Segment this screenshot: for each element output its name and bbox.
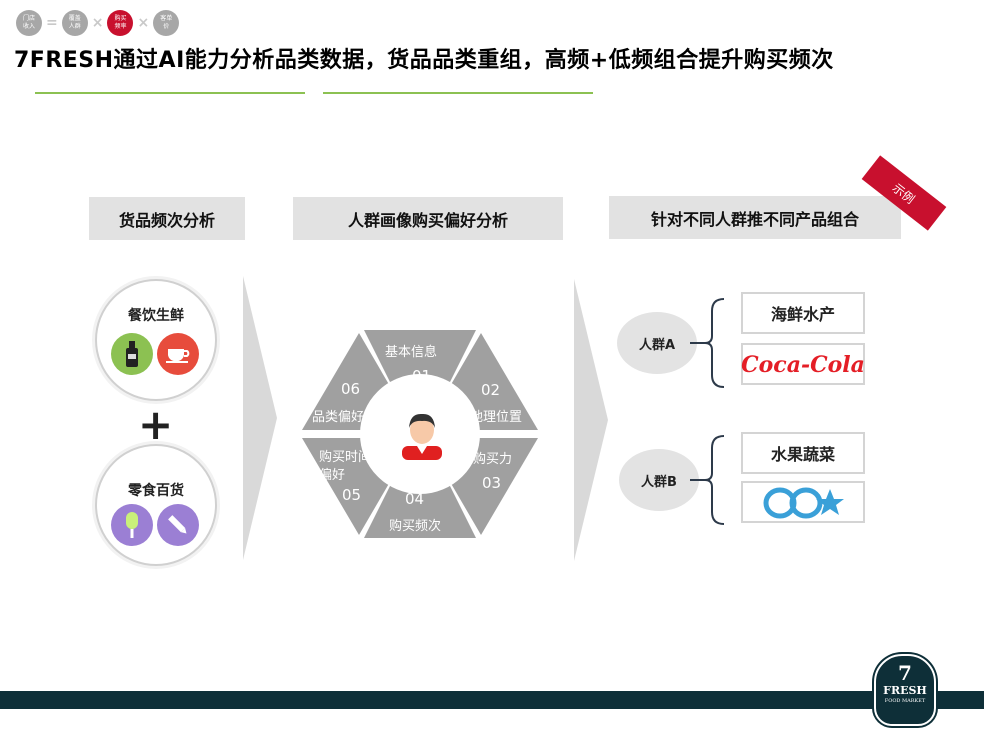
group-b-bracket xyxy=(690,435,725,525)
category-snacks-goods[interactable]: 零食百货 xyxy=(95,444,217,566)
category-snacks-goods-label: 零食百货 xyxy=(128,483,184,499)
group-b-oval[interactable]: 人群B xyxy=(619,449,699,511)
svg-text:Coca-Cola: Coca-Cola xyxy=(741,352,865,378)
coca-cola-logo: Coca-Cola xyxy=(741,352,865,378)
flow-arrow-1 xyxy=(243,276,277,560)
segment-num-04: 04 xyxy=(405,490,425,508)
title-underline-left xyxy=(35,92,305,94)
segment-num-03: 03 xyxy=(482,474,502,492)
segment-label-time-preference-2: 偏好 xyxy=(319,468,346,483)
flow-arrow-2 xyxy=(574,279,608,561)
breadcrumb-item-coverage[interactable]: 覆盖 人群 xyxy=(61,10,88,36)
segment-basic-info xyxy=(364,330,476,386)
product-coca-cola[interactable]: Coca-Cola xyxy=(741,343,865,385)
group-a-oval[interactable]: 人群A xyxy=(617,312,697,374)
title-underline-right xyxy=(323,92,593,94)
plus-sign: + xyxy=(138,400,174,449)
segment-label-location: 地理位置 xyxy=(470,410,523,425)
product-fruit-veg[interactable]: 水果蔬菜 xyxy=(741,432,865,474)
breadcrumb-item-basket[interactable]: 客单 价 xyxy=(153,10,180,36)
category-fresh-food-label: 餐饮生鲜 xyxy=(128,308,184,324)
breadcrumb-item-revenue[interactable]: 门店 收入 xyxy=(16,10,42,36)
segment-num-06: 06 xyxy=(341,380,361,398)
breadcrumb: 门店 收入 = 覆盖 人群 × 购买 频率 × 客单 价 xyxy=(16,10,180,36)
multiply-operator: × xyxy=(91,15,104,31)
group-a-bracket xyxy=(690,298,725,388)
column-header-product-mix: 针对不同人群推不同产品组合 xyxy=(609,196,901,239)
page-title: 7FRESH通过AI能力分析品类数据，货品品类重组，高频+低频组合提升购买频次 xyxy=(14,48,834,73)
segment-label-basic-info: 基本信息 xyxy=(385,345,438,360)
equals-operator: = xyxy=(46,15,58,31)
cup-icon xyxy=(157,333,199,375)
popsicle-icon xyxy=(111,504,153,546)
pencil-icon xyxy=(157,504,199,546)
column-header-persona-analysis: 人群画像购买偏好分析 xyxy=(293,197,563,240)
segment-num-05: 05 xyxy=(342,486,362,504)
user-avatar-icon xyxy=(396,408,448,460)
column-header-product-frequency: 货品频次分析 xyxy=(89,197,245,240)
segment-label-purchasing-power: 购买力 xyxy=(473,452,513,467)
segment-frequency xyxy=(364,482,476,538)
segment-label-frequency: 购买频次 xyxy=(389,519,442,534)
bottle-icon xyxy=(111,333,153,375)
product-seafood[interactable]: 海鲜水产 xyxy=(741,292,865,334)
product-qq-star[interactable] xyxy=(741,481,865,523)
footer-bar xyxy=(0,691,984,709)
segment-num-02: 02 xyxy=(481,381,501,399)
multiply-operator: × xyxy=(137,15,150,31)
7fresh-logo: 7 FRESH FOOD MARKET xyxy=(874,654,936,726)
qq-star-logo xyxy=(763,487,844,519)
persona-hexagon xyxy=(302,330,538,538)
segment-label-time-preference-1: 购买时间 xyxy=(319,450,372,465)
segment-label-category-preference: 品类偏好 xyxy=(312,410,365,425)
segment-num-01: 01 xyxy=(412,367,432,385)
category-fresh-food[interactable]: 餐饮生鲜 xyxy=(95,279,217,401)
breadcrumb-item-frequency[interactable]: 购买 频率 xyxy=(107,10,134,36)
